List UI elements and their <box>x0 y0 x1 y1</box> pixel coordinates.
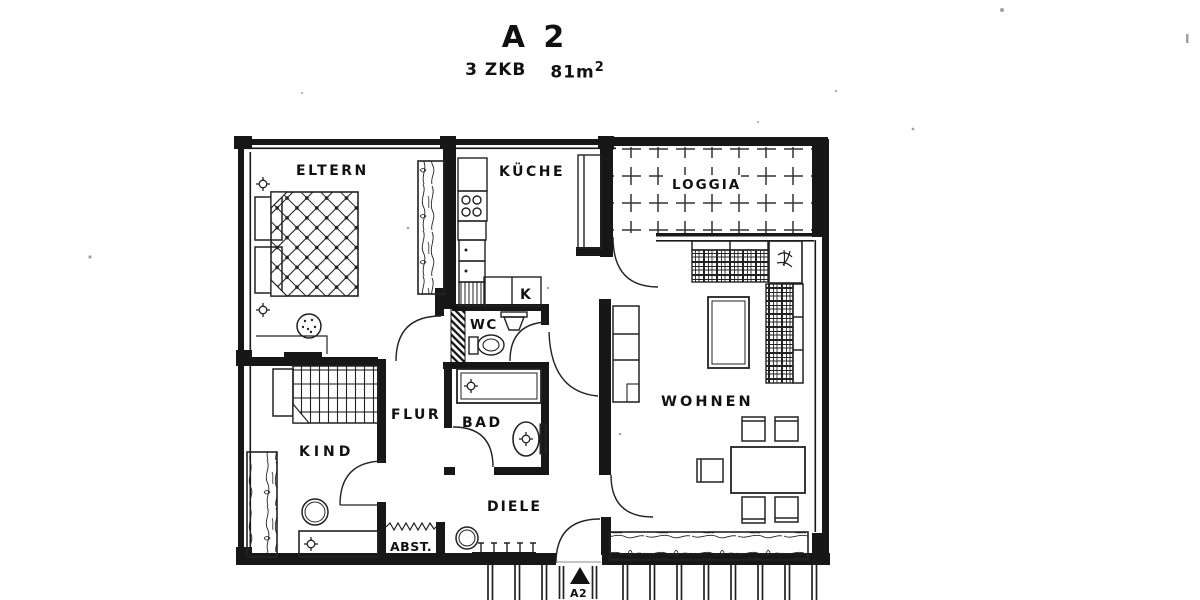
door-loggia <box>612 236 659 288</box>
room-label-bad: BAD <box>462 415 503 431</box>
wc-sink <box>500 311 528 318</box>
sofa <box>765 283 794 384</box>
wc-sink-bowl <box>502 316 526 331</box>
entrance-label: A2 <box>570 587 587 600</box>
toilet-bowl <box>477 334 505 356</box>
room-kind: KIND <box>246 365 379 558</box>
tap-icon <box>518 431 534 447</box>
bed-fold <box>270 278 289 297</box>
coffee-table <box>707 296 750 369</box>
chair <box>741 416 766 442</box>
stool <box>455 526 479 550</box>
sink-unit <box>458 281 486 307</box>
room-bad: BAD <box>456 368 547 457</box>
door-wc <box>509 321 547 362</box>
coat-rack <box>472 552 536 556</box>
desk <box>298 530 379 558</box>
toilet-tank <box>468 336 479 355</box>
plant-icon <box>776 249 793 268</box>
room-label-diele: DIELE <box>487 499 542 515</box>
room-eltern: ELTERN <box>254 160 445 357</box>
room-wohnen: WOHNEN <box>609 240 809 561</box>
stool <box>296 313 322 339</box>
tall-cabinet <box>577 154 602 249</box>
room-kueche: KÜCHE K <box>457 154 602 307</box>
room-diele: FLUR DIELE ABST. <box>385 407 542 556</box>
plan-title: A 2 <box>501 20 569 55</box>
door-kind <box>339 460 385 506</box>
kitchen-cabinet <box>458 239 486 262</box>
wall-window <box>284 352 322 357</box>
door-arcs <box>339 236 659 564</box>
chair <box>774 496 799 523</box>
abst-folding-door <box>385 521 438 532</box>
room-label-eltern: ELTERN <box>296 163 369 179</box>
room-label-k: K <box>520 287 532 303</box>
scan-speckles <box>88 8 1189 436</box>
stool-dots <box>301 318 317 334</box>
dresser <box>256 335 328 354</box>
room-label-wc: WC <box>470 317 498 333</box>
bed-fold <box>292 402 311 424</box>
room-count: 3 ZKB <box>465 60 527 80</box>
wardrobe <box>417 160 445 295</box>
plan-subtitle: 3 ZKB 81m2 <box>440 60 630 83</box>
lamp-icon <box>255 302 271 318</box>
wardrobe <box>246 451 278 558</box>
single-bed <box>292 365 379 424</box>
round-table <box>301 498 329 526</box>
dining-table <box>730 446 806 494</box>
bathtub <box>456 368 542 404</box>
chair <box>774 416 799 442</box>
sofa-back <box>792 283 804 384</box>
entrance-arrow-icon <box>570 567 590 584</box>
counter <box>457 220 487 241</box>
room-label-kueche: KÜCHE <box>499 162 565 180</box>
wall-cabinet <box>612 305 640 403</box>
area-value: 81m2 <box>550 60 605 83</box>
kitchen-cabinet <box>457 157 488 192</box>
lamp-icon <box>303 536 319 552</box>
chair <box>741 496 766 524</box>
washbasin <box>512 421 540 457</box>
entrance-area: A2 <box>483 565 830 600</box>
installation-shaft <box>450 306 466 367</box>
door-bad <box>452 426 494 468</box>
corner-table <box>768 240 803 284</box>
door-eltern <box>395 315 442 362</box>
door-entrance <box>555 518 601 564</box>
door-kueche <box>548 331 599 397</box>
door-wohnen <box>610 474 654 518</box>
basin-shelf <box>539 423 547 455</box>
bed-fold <box>270 191 289 210</box>
sideboard <box>609 531 809 561</box>
stove <box>457 190 488 222</box>
sofa <box>691 249 769 283</box>
room-wc: WC <box>468 311 528 356</box>
headboard <box>272 368 294 417</box>
room-label-abst: ABST. <box>390 539 432 554</box>
kitchen-cabinet <box>458 260 486 283</box>
room-label-loggia: LOGGIA <box>672 177 741 193</box>
room-label-flur: FLUR <box>391 407 441 423</box>
coat-hooks <box>478 542 536 552</box>
plan-header: A 2 3 ZKB 81m2 <box>440 20 630 83</box>
room-label-kind: KIND <box>299 444 354 460</box>
room-loggia: LOGGIA <box>613 147 812 233</box>
tap-icon <box>463 378 479 394</box>
double-bed <box>270 191 359 297</box>
chair <box>696 458 724 483</box>
room-label-wohnen: WOHNEN <box>661 394 754 410</box>
lamp-icon <box>255 176 271 192</box>
